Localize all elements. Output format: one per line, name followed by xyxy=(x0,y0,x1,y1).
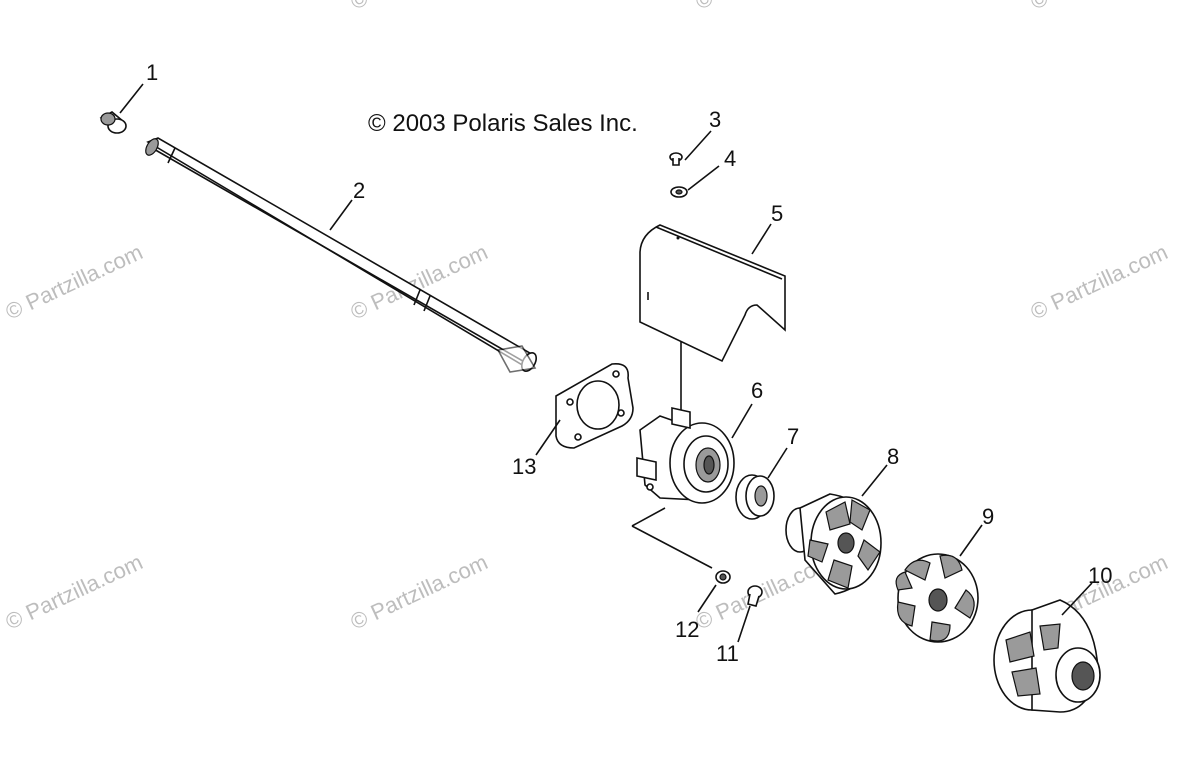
part-1-bushing xyxy=(99,111,127,134)
part-9-spider xyxy=(895,553,979,643)
leader-5 xyxy=(751,223,772,255)
leader-10 xyxy=(1061,582,1093,616)
callout-4: 4 xyxy=(724,146,736,171)
leader-1 xyxy=(119,83,144,114)
part-10-driven-coupler xyxy=(993,599,1101,713)
watermark: © Partzilla.com xyxy=(347,239,492,324)
callout-7: 7 xyxy=(787,424,799,449)
watermarks: © Partzilla.com © Partzilla.com © Partzi… xyxy=(2,0,1172,635)
watermark: © Partzilla.com xyxy=(2,549,147,634)
part-4-washer xyxy=(670,186,688,198)
callout-5: 5 xyxy=(771,201,783,226)
callout-8: 8 xyxy=(887,444,899,469)
leader-3 xyxy=(684,130,712,161)
callout-6: 6 xyxy=(751,378,763,403)
callout-9: 9 xyxy=(982,504,994,529)
leader-8 xyxy=(861,464,888,497)
leader-2 xyxy=(329,199,353,231)
leader-7 xyxy=(767,447,788,479)
callout-13: 13 xyxy=(512,454,536,479)
leader-12 xyxy=(697,584,717,613)
part-12-nut xyxy=(715,570,731,584)
leader-13 xyxy=(535,419,561,456)
watermark: © Partzilla.com xyxy=(1027,0,1172,15)
leader-6 xyxy=(731,403,753,439)
part-11-bolt xyxy=(747,585,763,607)
part-2-shaft xyxy=(145,137,538,373)
watermark: © Partzilla.com xyxy=(1027,239,1172,324)
part-3-screw xyxy=(669,152,683,166)
assembly-line-6-12b xyxy=(631,525,713,569)
assembly-line-6-12 xyxy=(631,507,666,527)
callout-11: 11 xyxy=(716,641,739,666)
leader-9 xyxy=(959,524,983,557)
callout-10: 10 xyxy=(1088,563,1112,588)
part-13-gasket xyxy=(555,362,634,449)
watermark: © Partzilla.com xyxy=(692,0,837,15)
part-7-seal xyxy=(735,474,775,520)
part-8-coupler xyxy=(785,493,882,595)
callout-1: 1 xyxy=(146,60,158,85)
part-5-cover xyxy=(639,224,786,363)
callout-2: 2 xyxy=(353,178,365,203)
watermark: © Partzilla.com xyxy=(347,0,492,15)
copyright-text: © 2003 Polaris Sales Inc. xyxy=(368,110,638,137)
watermark: © Partzilla.com xyxy=(347,549,492,634)
callout-12: 12 xyxy=(675,617,699,642)
leader-4 xyxy=(687,165,720,191)
part-6-bearing-housing xyxy=(636,407,735,504)
leader-11 xyxy=(737,605,751,643)
callout-3: 3 xyxy=(709,107,721,132)
watermark: © Partzilla.com xyxy=(2,239,147,324)
